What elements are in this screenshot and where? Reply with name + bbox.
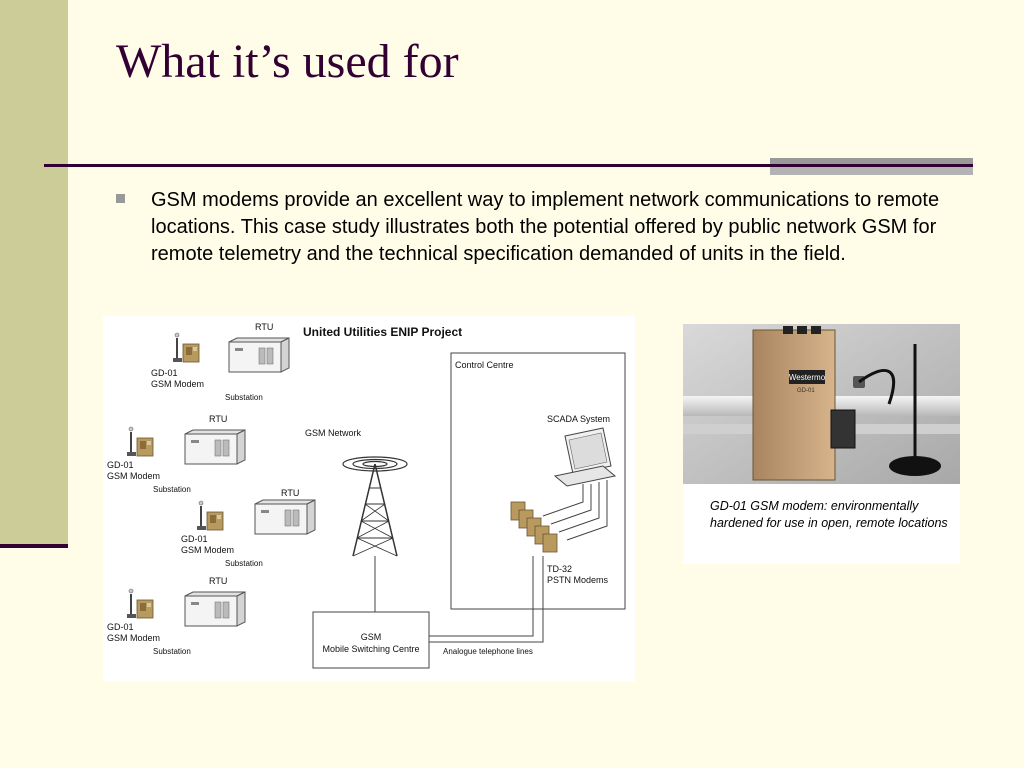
substation-label: Substation [153, 485, 191, 494]
scada-computer-icon [553, 427, 617, 487]
model-label: GD-01 [797, 388, 815, 394]
brand-label: Westermo [789, 373, 826, 382]
slide-title: What it’s used for [116, 35, 459, 88]
modem-unit: Westermo GD-01 [752, 326, 865, 481]
product-photo-card: Westermo GD-01 GD-01 GSM modem: environm… [683, 324, 960, 564]
bullet-square-icon [116, 194, 125, 203]
modem-label: GSM Modem [151, 379, 204, 389]
network-diagram: United Utilities ENIP Project Control Ce… [103, 316, 635, 682]
side-accent-bar [0, 0, 68, 546]
modem-label: GD-01 [107, 622, 134, 632]
brand-plate [789, 370, 825, 384]
modem-label: GD-01 [181, 534, 208, 544]
modem-label: GD-01 [107, 460, 134, 470]
substation-1: RTU GD-01 GSM Modem Substation [151, 322, 290, 402]
msc-label: GSM [361, 632, 382, 642]
modem-label: GSM Modem [181, 545, 234, 555]
substation-2: RTU GD-01 GSM Modem Substation [107, 414, 246, 494]
substation-label: Substation [153, 647, 191, 656]
msc-label: Mobile Switching Centre [322, 644, 419, 654]
analogue-lines-label: Analogue telephone lines [443, 647, 533, 656]
pstn-modems-label: PSTN Modems [547, 575, 609, 585]
modem-label: GSM Modem [107, 633, 160, 643]
substation-4: RTU GD-01 GSM Modem Substation [107, 576, 246, 656]
scada-label: SCADA System [547, 414, 610, 424]
pstn-modems-label: TD-32 [547, 564, 572, 574]
antenna-icon [889, 344, 941, 476]
modem-label: GD-01 [151, 368, 178, 378]
modem-label: GSM Modem [107, 471, 160, 481]
rtu-label: RTU [255, 322, 273, 332]
substation-3: RTU GD-01 GSM Modem Substation [181, 488, 316, 568]
rtu-label: RTU [281, 488, 299, 498]
substation-label: Substation [225, 559, 263, 568]
rtu-label: RTU [209, 414, 227, 424]
bullet-text: GSM modems provide an excellent way to i… [151, 189, 940, 265]
serial-port [830, 409, 856, 449]
msc-box [312, 611, 430, 669]
photo-caption: GD-01 GSM modem: environmentally hardene… [710, 499, 948, 530]
product-photo: Westermo GD-01 [683, 324, 960, 484]
rtu-label: RTU [209, 576, 227, 586]
side-accent-line [0, 544, 68, 548]
pstn-modem-stack-icon [510, 501, 558, 553]
control-centre-label: Control Centre [455, 360, 514, 370]
title-divider-accent [770, 158, 973, 178]
title-divider [44, 164, 770, 167]
diagram-title: United Utilities ENIP Project [303, 325, 462, 339]
gsm-network-label: GSM Network [305, 428, 362, 438]
gsm-tower-icon [342, 456, 408, 557]
control-centre-box [450, 352, 626, 610]
substation-label: Substation [225, 393, 263, 402]
